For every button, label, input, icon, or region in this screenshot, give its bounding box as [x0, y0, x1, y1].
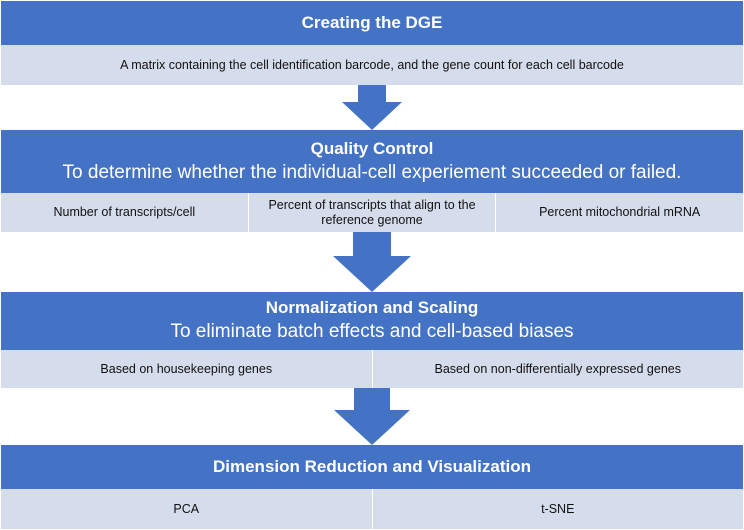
step-3-items: Based on housekeeping genes Based on non… [1, 350, 743, 388]
step-2-item-3: Percent mitochondrial mRNA [495, 193, 744, 232]
step-3-title: Normalization and Scaling [265, 298, 479, 317]
step-1-items: A matrix containing the cell identificat… [1, 45, 743, 85]
arrow-down-icon [334, 388, 410, 445]
step-2-title: Quality Control [310, 138, 434, 158]
step-1-item-1: A matrix containing the cell identificat… [1, 45, 743, 85]
step-2-item-2: Percent of transcripts that align to the… [247, 193, 496, 232]
step-3-item-1: Based on housekeeping genes [1, 350, 372, 388]
step-2-header: Quality Control To determine whether the… [1, 130, 743, 193]
step-4-item-2: t-SNE [371, 489, 743, 529]
step-1-title: Creating the DGE [301, 13, 443, 32]
step-3-item-2: Based on non-differentially expressed ge… [371, 350, 743, 388]
step-1-header: Creating the DGE [1, 1, 743, 45]
step-2-subtitle: To determine whether the individual-cell… [62, 161, 682, 183]
step-3-header: Normalization and Scaling To eliminate b… [1, 292, 743, 350]
arrow-down-icon [333, 232, 411, 292]
step-2-item-1: Number of transcripts/cell [1, 193, 248, 232]
step-2-items: Number of transcripts/cell Percent of tr… [1, 193, 744, 232]
step-4-item-1: PCA [1, 489, 372, 529]
step-3-subtitle: To eliminate batch effects and cell-base… [170, 321, 574, 342]
arrow-down-icon [342, 85, 402, 130]
step-4-header: Dimension Reduction and Visualization [1, 445, 743, 489]
step-4-items: PCA t-SNE [1, 489, 743, 529]
step-4-title: Dimension Reduction and Visualization [212, 457, 531, 476]
